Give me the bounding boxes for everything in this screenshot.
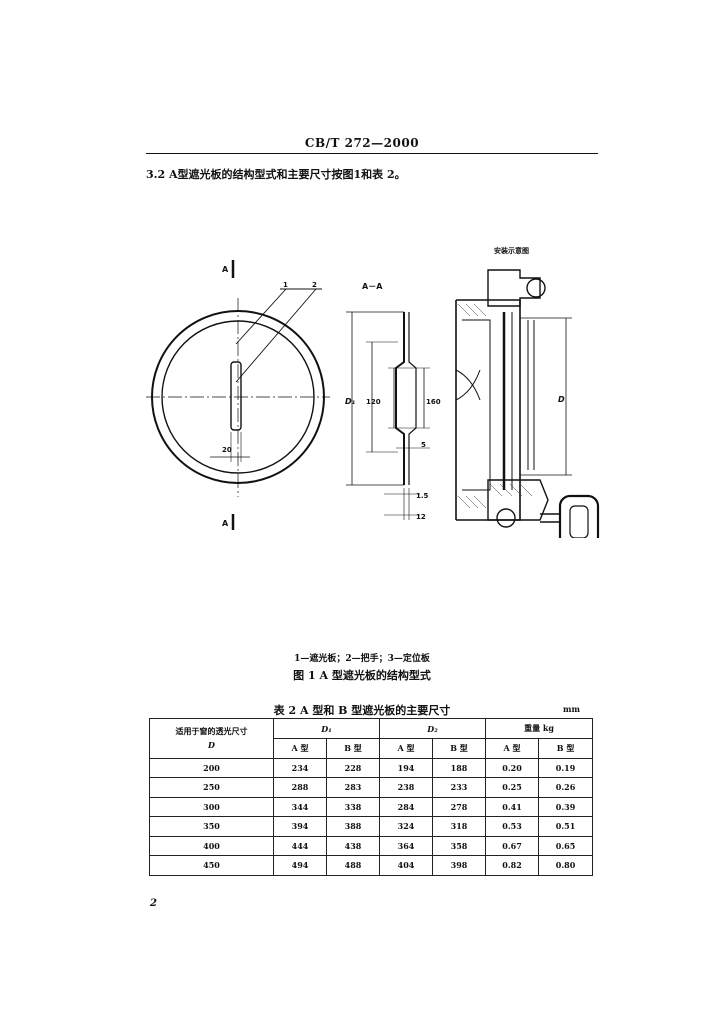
dim-20: 20 [222, 446, 232, 454]
label-A-bottom: A [222, 519, 229, 528]
standard-number: CB/T 272—2000 [304, 136, 420, 150]
install-bottom-clamp [487, 479, 549, 521]
dim-12: 12 [416, 513, 426, 521]
header-rule [146, 153, 598, 154]
install-label: 安装示意图 [494, 246, 529, 255]
install-top-flange [487, 269, 541, 307]
dim-160: 160 [426, 398, 441, 406]
dim-D1: D₁ [345, 397, 356, 406]
dim-5: 5 [421, 441, 426, 449]
leader-label-2: 2 [312, 281, 317, 289]
dim-120: 120 [366, 398, 381, 406]
dim-D: D [558, 395, 565, 404]
header-D2: D₂ [379, 718, 487, 739]
header-weight: 重量 kg [485, 718, 594, 739]
figure-legend: 1—遮光板；2—把手；3—定位板 [294, 654, 430, 664]
table-caption: 表 2 A 型和 B 型遮光板的主要尺寸 [273, 704, 451, 717]
subheader-d2-a: A 型 [379, 738, 434, 759]
subheader-weight-a: A 型 [485, 738, 540, 759]
dim-1-5: 1.5 [416, 492, 429, 500]
leader-label-1: 1 [283, 281, 288, 289]
page-number: 2 [150, 898, 157, 909]
leader-line-1 [235, 288, 287, 345]
header-window-size: 适用于窗的透光尺寸 D [149, 718, 274, 759]
label-A-top: A [222, 265, 229, 274]
figure-title: 图 1 A 型遮光板的结构型式 [293, 669, 431, 682]
subheader-d1-b: B 型 [325, 738, 381, 759]
dimensions-table: 适用于窗的透光尺寸 D D₁ D₂ 重量 kg A 型 B 型 A 型 B 型 … [149, 718, 594, 876]
handle-slot [230, 361, 242, 431]
figure-1-drawing: A A 1 2 20 A－A D₁ 120 160 5 1.5 12 安装示意图… [146, 246, 600, 538]
subheader-d2-b: B 型 [432, 738, 487, 759]
subheader-d1-a: A 型 [273, 738, 327, 759]
section-plate-profile [395, 312, 405, 485]
section-3-2-text: 3.2 A型遮光板的结构型式和主要尺寸按图1和表 2。 [146, 168, 406, 181]
section-label-AA: A－A [362, 282, 383, 291]
table-unit: mm [563, 704, 580, 714]
subheader-weight-b: B 型 [538, 738, 594, 759]
header-D1: D₁ [272, 718, 381, 739]
leader-line-2 [235, 288, 317, 383]
install-handle [558, 494, 600, 538]
